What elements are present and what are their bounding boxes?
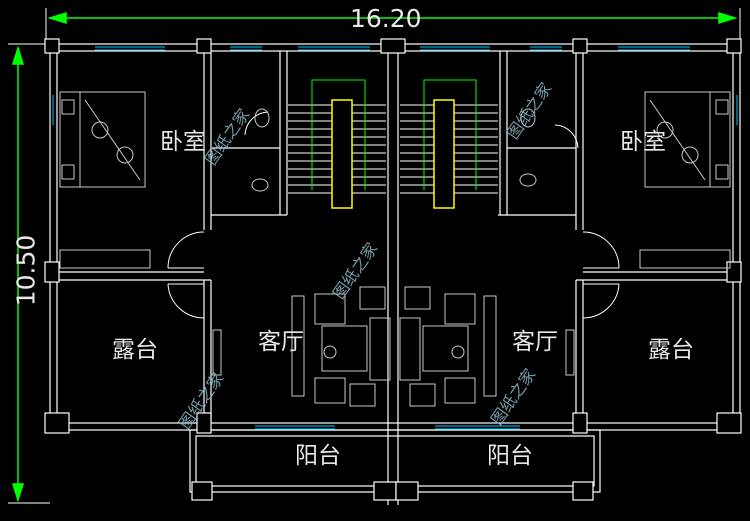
bed-right (644, 91, 731, 188)
room-label-balcony-left: 阳台 (295, 443, 341, 469)
sofa-set-left (291, 286, 391, 407)
columns (44, 38, 742, 501)
doors (167, 111, 620, 319)
room-label-living-right: 客厅 (512, 329, 558, 355)
tv-cabinets (212, 329, 575, 376)
sofa-set-right (399, 286, 497, 407)
overall-depth-dimension: 10.50 (11, 234, 41, 307)
walls (49, 43, 741, 505)
wardrobes (59, 249, 731, 269)
room-label-terrace-left: 露台 (112, 337, 158, 363)
stairs-right (400, 79, 498, 209)
overall-width-dimension: 16.20 (350, 4, 422, 33)
dimension-lines (11, 11, 738, 503)
bathroom-fixtures (251, 108, 537, 192)
room-label-balcony-right: 阳台 (487, 443, 533, 469)
room-label-living-left: 客厅 (258, 329, 304, 355)
stairs-left (288, 79, 386, 209)
room-label-bedroom-left: 卧室 (160, 129, 206, 155)
room-label-bedroom-right: 卧室 (620, 129, 666, 155)
windows (52, 46, 738, 430)
bed-left (59, 91, 146, 188)
room-label-terrace-right: 露台 (648, 337, 694, 363)
